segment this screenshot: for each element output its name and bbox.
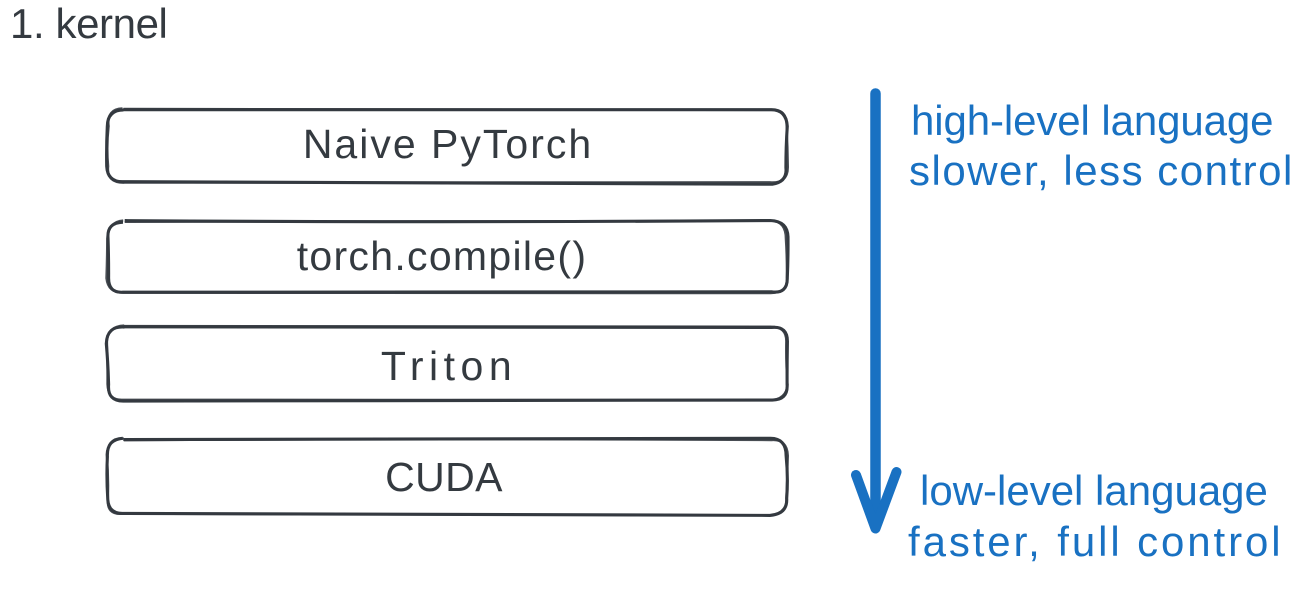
svg-text:torch.compile(): torch.compile() xyxy=(297,233,588,279)
svg-text:low-level language: low-level language xyxy=(920,467,1268,514)
svg-text:1. kernel: 1. kernel xyxy=(10,0,168,47)
svg-text:faster, full control: faster, full control xyxy=(908,518,1283,565)
svg-text:Naive PyTorch: Naive PyTorch xyxy=(303,121,593,167)
svg-text:Triton: Triton xyxy=(381,343,517,389)
svg-text:CUDA: CUDA xyxy=(385,454,503,500)
svg-text:slower, less control: slower, less control xyxy=(909,147,1294,194)
svg-text:high-level language: high-level language xyxy=(911,97,1273,144)
